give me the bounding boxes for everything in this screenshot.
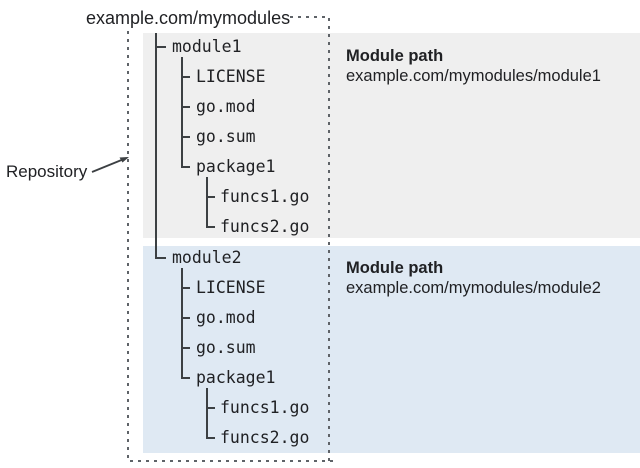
tree-item-module1-package1: package1 [196,157,276,176]
module1-path-heading: Module path [346,47,444,65]
repository-label: Repository [6,162,88,181]
tree-item-module2-funcs2: funcs2.go [220,428,310,447]
tree-item-module1-gosum: go.sum [196,127,256,146]
tree-item-module2-gosum: go.sum [196,338,256,357]
repo-url-label: example.com/mymodules [86,8,291,28]
module2-path-info: Module path example.com/mymodules/module… [346,258,601,298]
tree-item-module1-funcs1: funcs1.go [220,187,310,206]
module1-path-value: example.com/mymodules/module1 [346,67,601,85]
repository-pointer-arrowhead [119,157,129,163]
repository-pointer-line [91,158,125,173]
tree-item-module2-funcs1: funcs1.go [220,398,310,417]
tree-item-module2: module2 [172,248,242,267]
tree-item-module1: module1 [172,37,242,56]
tree-item-module2-license: LICENSE [196,278,266,297]
tree-item-module1-license: LICENSE [196,67,266,86]
module2-path-heading: Module path [346,259,444,277]
module1-path-info: Module path example.com/mymodules/module… [346,46,601,86]
tree-item-module1-gomod: go.mod [196,97,256,116]
tree-item-module1-funcs2: funcs2.go [220,217,310,236]
tree-item-module2-package1: package1 [196,368,276,387]
module2-path-value: example.com/mymodules/module2 [346,279,601,297]
tree-item-module2-gomod: go.mod [196,308,256,327]
